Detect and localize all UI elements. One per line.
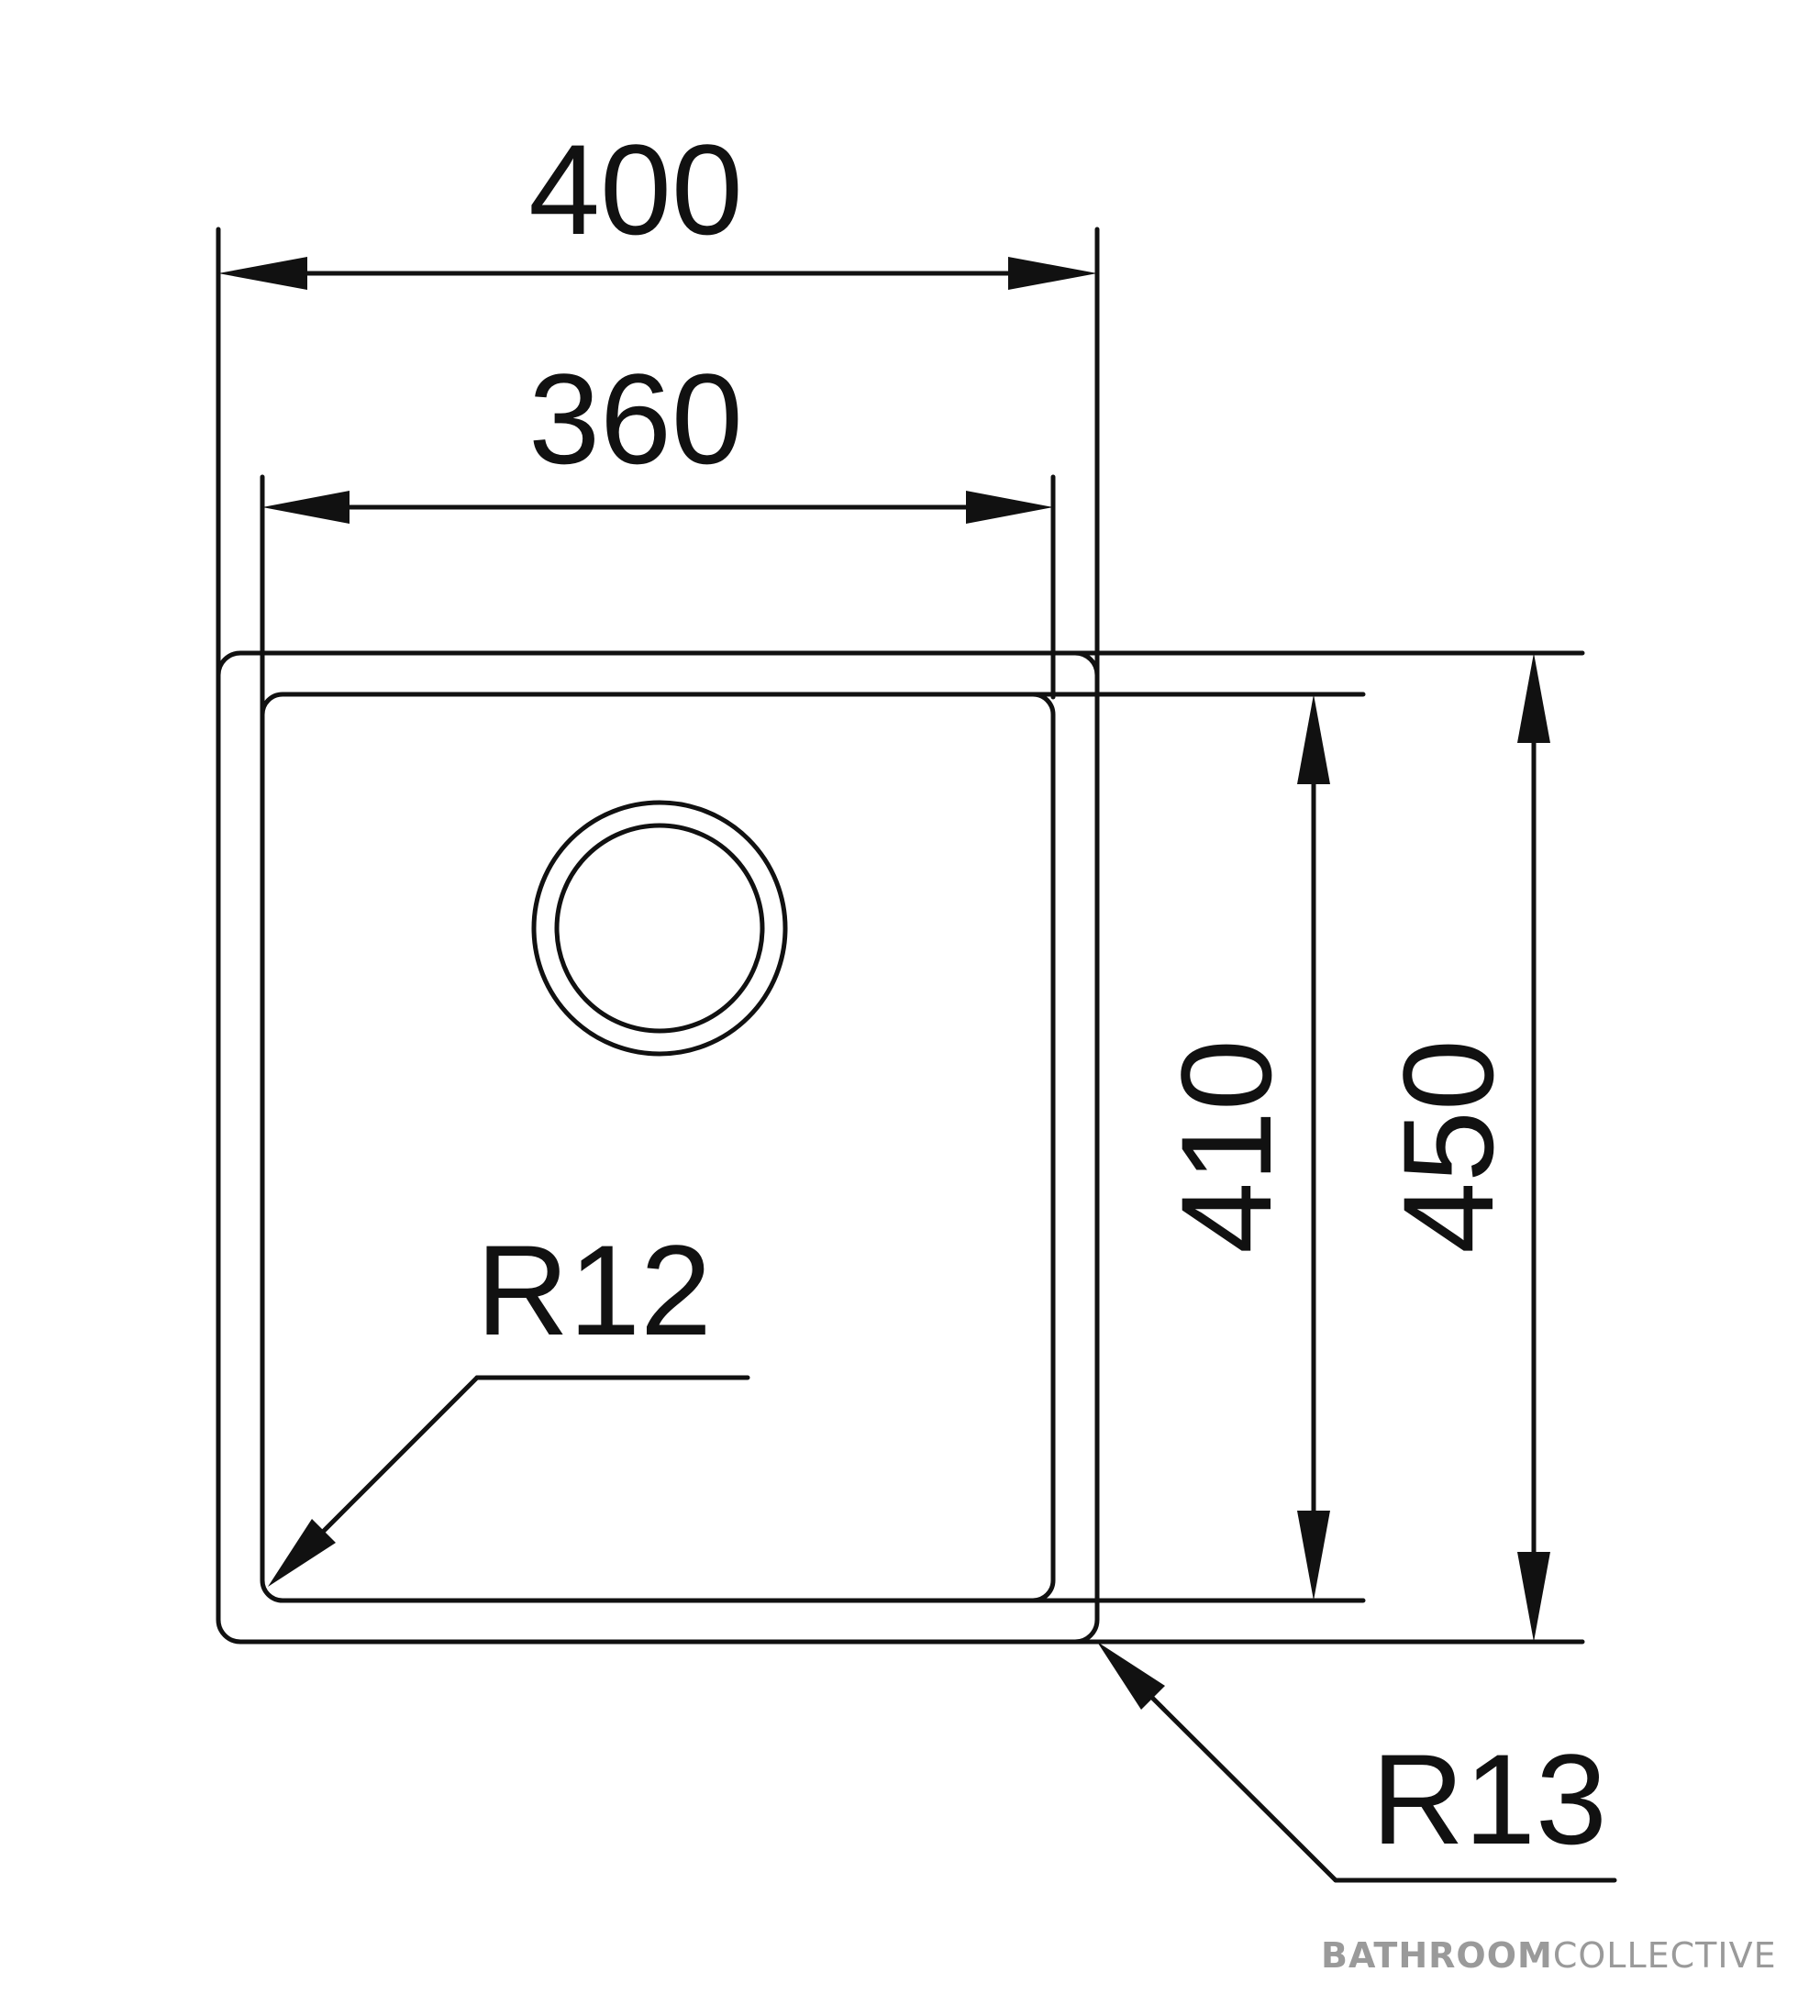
inner-width-label: 360 [528,347,743,491]
inner-width-arrow-left [262,491,350,524]
inner-height-arrow-top [1297,694,1330,784]
outer-sink-outline [216,650,1100,1645]
brand-name-bold: BATHROOM [1321,1935,1553,1976]
outer-radius-arrow [1097,1642,1165,1710]
inner-bowl-outline [260,692,1056,1603]
outer-radius-label: R13 [1371,1727,1607,1871]
brand-watermark: BATHROOMCOLLECTIVE [1321,1935,1777,1976]
outer-width-arrow-right [1008,257,1097,290]
outer-width-arrow-left [218,257,307,290]
inner-width-arrow-right [966,491,1053,524]
inner-radius-arrow [268,1519,336,1587]
inner-height-arrow-bottom [1297,1511,1330,1601]
outer-height-label: 450 [1376,1039,1520,1254]
outer-height-arrow-top [1517,653,1550,743]
inner-radius-label: R12 [476,1218,712,1362]
brand-name-light: COLLECTIVE [1552,1935,1777,1976]
outer-radius-leader-line [1130,1676,1338,1883]
inner-height-label: 410 [1154,1039,1298,1254]
drain-inner-ring [554,823,765,1034]
outer-width-label: 400 [528,117,743,261]
outer-height-arrow-bottom [1517,1552,1550,1642]
inner-radius-leader-line [300,1375,480,1555]
drain-outer-ring [531,800,788,1057]
